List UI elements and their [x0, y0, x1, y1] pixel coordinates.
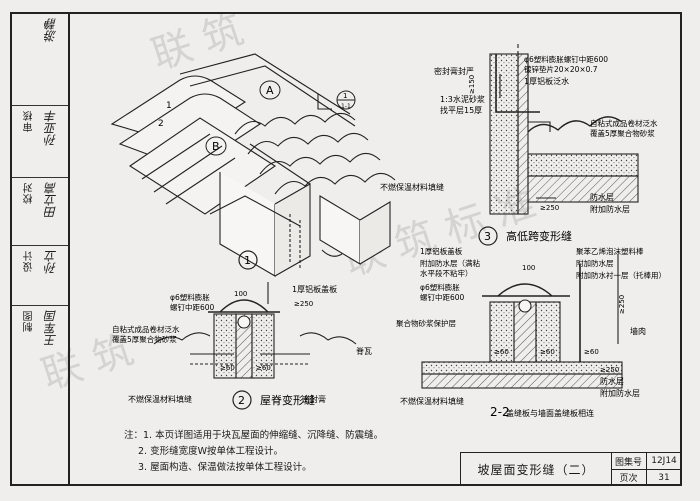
marker-a: A	[266, 84, 274, 97]
detail2-title: 屋脊变形缝	[260, 393, 315, 407]
label-2: 2	[158, 119, 164, 129]
signature-sidebar: 游静 审核 孙亚丰 校对 田立高 设计 孙立 制图 王军国	[12, 14, 70, 484]
detail2-anchor-l2: 螺钉中距600	[170, 302, 215, 312]
detail3-cover: 1厚铝板泛水	[524, 76, 569, 86]
s22-anchor-l2: 螺钉中距600	[420, 292, 465, 302]
sheet-title: 坡屋面变形缝（二）	[461, 453, 612, 485]
detail3-anchor-l1: φ6塑料膨胀螺钉中距600	[524, 54, 608, 64]
detail3-number: 3	[484, 230, 491, 243]
sidebar-cell: 设计 孙立	[12, 246, 68, 306]
sidebar-cell: 校对 田立高	[12, 178, 68, 246]
s22-protect: 聚合物砂浆保护层	[396, 318, 456, 328]
detail2-anchor-l1: φ6塑料膨胀	[170, 292, 210, 302]
s22-foam: 聚苯乙烯泡沫塑料棒	[576, 246, 644, 256]
sidebar-cell: 游静	[12, 14, 68, 106]
drawing-frame: 游静 审核 孙亚丰 校对 田立高 设计 孙立 制图 王军国	[10, 12, 682, 486]
detail3-anchor-l2: 镀锌垫片20×20×0.7	[524, 64, 598, 74]
signature: 孙立	[44, 250, 58, 274]
s22-liner: 附加防水衬一层（托棒用）	[576, 270, 666, 280]
s22-dim-250: ≥250	[618, 295, 626, 314]
s22-extra-wp-l1: 附加防水层（满粘	[420, 258, 480, 268]
note-line: 注：1. 本页详图适用于块瓦屋面的伸缩缝、沉降缝、防震缝。	[124, 430, 384, 441]
signature: 孙亚丰	[44, 110, 58, 146]
detail2-number: 2	[238, 394, 245, 407]
s22-dim-60c: ≥60	[584, 348, 599, 356]
s22-extra-wp-l2: 水平段不粘牢）	[420, 268, 473, 278]
technical-drawing: A B 1 2 1 1-1	[110, 44, 666, 419]
detail2-dim-100: 100	[234, 290, 247, 298]
detail3-extra-waterproof: 附加防水层	[590, 204, 630, 214]
s22-same-as-wall: 盖缝板与墙面盖缝板相连	[506, 408, 594, 418]
sidebar-cell: 审核 孙亚丰	[12, 106, 68, 178]
label-1: 1	[166, 101, 172, 111]
detail3-mortar-l2: 找平层15厚	[440, 105, 482, 115]
detail2-cover: 1厚铝板盖板	[292, 284, 337, 294]
general-notes: 注：1. 本页详图适用于块瓦屋面的伸缩缝、沉降缝、防震缝。 2. 变形缝宽度W按…	[124, 428, 383, 476]
detail2-dim-60a: ≥60	[220, 364, 235, 372]
s22-dim-60a: ≥60	[494, 348, 509, 356]
title-block: 坡屋面变形缝（二） 图集号 12J14 页次 31	[460, 452, 682, 486]
atlas-value: 12J14	[647, 453, 681, 470]
sidebar-cell: 制图 王军国	[12, 306, 68, 486]
detail-2-section	[153, 282, 357, 379]
detail2-membrane-l1: 自粘式成品卷材泛水	[112, 324, 180, 334]
page-label: 页次	[611, 470, 647, 485]
detail3-mortar-l1: 1:3水泥砂浆	[440, 94, 485, 104]
sidebar-role: 设计	[24, 250, 35, 272]
detail2-ridge-tile: 脊瓦	[356, 346, 372, 356]
note-line: 3. 屋面构造、保温做法按单体工程设计。	[138, 462, 312, 473]
sidebar-role: 审核	[24, 110, 35, 132]
s22-waterproof: 防水层	[600, 376, 624, 386]
detail3-dim-150: ≥150	[468, 75, 476, 94]
section-ref-top: 1	[343, 92, 347, 100]
s22-dim-100: 100	[522, 264, 535, 272]
drawing-area: A B 1 2 1 1-1	[70, 14, 682, 422]
signature: 王军国	[44, 310, 58, 346]
detail3-sealant: 密封膏封严	[434, 66, 474, 76]
marker-b: B	[212, 140, 220, 153]
detail3-membrane-l1: 自粘式成品卷材泛水	[590, 118, 658, 128]
detail3-fill: 不燃保温材料填缝	[380, 182, 444, 192]
signature: 游静	[44, 18, 58, 42]
detail3-waterproof: 防水层	[590, 192, 614, 202]
signature: 田立高	[44, 182, 58, 218]
note-line: 2. 变形缝宽度W按单体工程设计。	[138, 446, 283, 457]
detail-1-isometric	[110, 53, 396, 277]
detail2-membrane-l2: 覆盖5厚聚合物砂浆	[112, 334, 177, 344]
detail3-title: 高低跨变形缝	[506, 229, 572, 243]
s22-dim-60b: ≥60	[540, 348, 555, 356]
s22-fill: 不燃保温材料填缝	[400, 396, 464, 406]
detail1-number: 1	[244, 254, 251, 267]
page-value: 31	[658, 472, 670, 483]
detail3-dim-250: ≥250	[540, 204, 559, 212]
detail2-dim-250: ≥250	[294, 300, 313, 308]
detail2-fill: 不燃保温材料填缝	[128, 394, 192, 404]
sidebar-role: 校对	[24, 182, 35, 204]
s22-extra-liner: 附加防水层	[576, 258, 614, 268]
s22-anchor-l1: φ6塑料膨胀	[420, 282, 460, 292]
s22-dim-250b: ≥250	[600, 366, 619, 374]
detail2-dim-60b: ≥60	[256, 364, 271, 372]
s22-extra-wp2: 附加防水层	[600, 388, 640, 398]
detail-3-section	[489, 44, 639, 215]
s22-title: 2-2	[490, 405, 510, 419]
section-ref-bottom: 1-1	[341, 103, 351, 110]
s22-plate: 1厚铝板盖板	[420, 246, 463, 256]
atlas-label: 图集号	[611, 453, 647, 470]
detail2-sealant: 密封膏	[302, 394, 326, 404]
detail3-membrane-l2: 覆盖5厚聚合物砂浆	[590, 128, 655, 138]
s22-wall: 墙肉	[630, 326, 646, 336]
sidebar-role: 制图	[24, 310, 35, 332]
section-2-2	[421, 254, 623, 389]
